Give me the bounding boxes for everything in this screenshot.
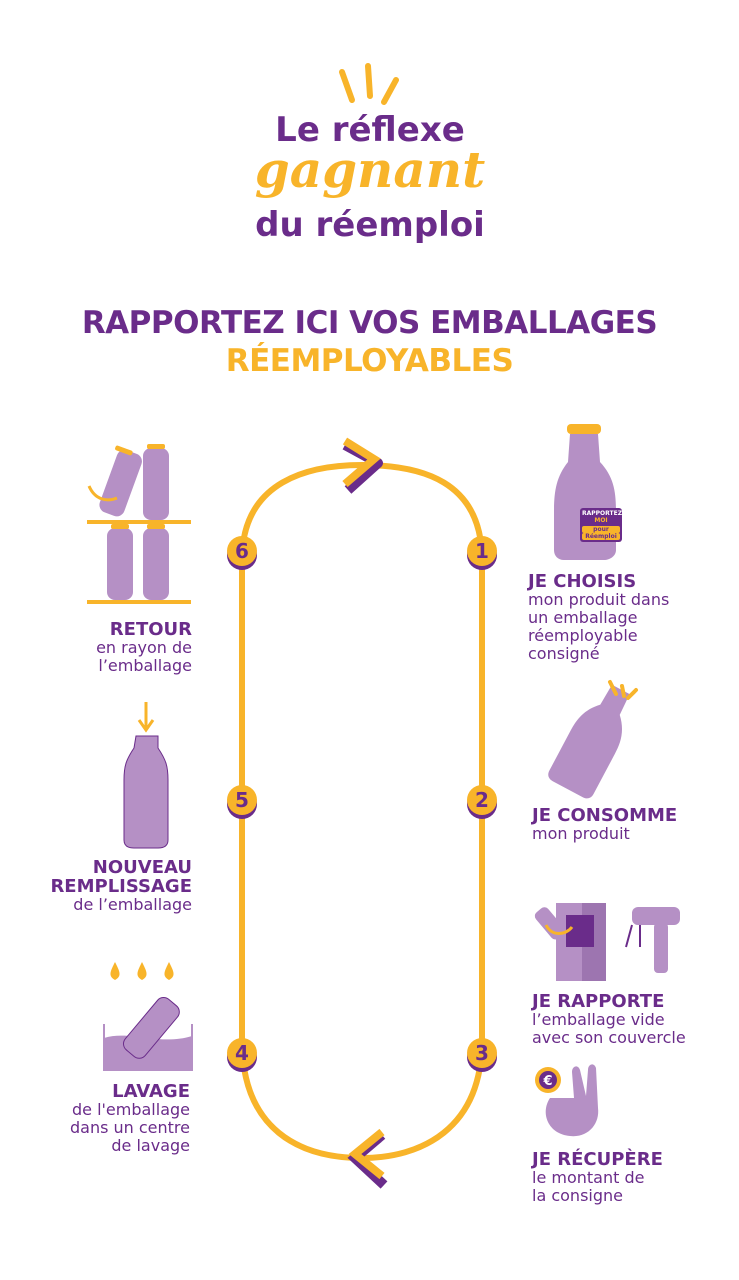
step-1-desc: consigné bbox=[528, 644, 600, 663]
step-3b-desc: la consigne bbox=[532, 1186, 623, 1205]
svg-text:€: € bbox=[542, 1074, 552, 1089]
headline-line-2: RÉEMPLOYABLES bbox=[225, 343, 514, 379]
step-3-text: JE RAPPORTE l’emballage vide avec son co… bbox=[532, 992, 686, 1047]
arrow-left-icon bbox=[347, 1128, 388, 1189]
shelf-bottles-icon bbox=[87, 444, 191, 604]
step-3b-desc: le montant de bbox=[532, 1168, 645, 1187]
step-3-title: JE RAPPORTE bbox=[532, 991, 665, 1012]
logo-line-1: Le réflexe bbox=[275, 110, 465, 150]
step-badge-4: 4 bbox=[227, 1038, 257, 1068]
step-2-desc: mon produit bbox=[532, 824, 630, 843]
tilted-bottle-icon bbox=[548, 680, 638, 799]
step-3-desc: avec son couvercle bbox=[532, 1028, 686, 1047]
step-6-text: RETOUR en rayon de l’emballage bbox=[40, 620, 192, 675]
step-1-text: JE CHOISIS mon produit dans un emballage… bbox=[528, 572, 669, 663]
step-6-desc: l’emballage bbox=[98, 656, 192, 675]
step-2-title: JE CONSOMME bbox=[532, 805, 678, 826]
logo-line-2: gagnant bbox=[254, 140, 486, 199]
arrow-right-icon bbox=[342, 437, 383, 494]
washing-icon bbox=[103, 962, 193, 1071]
step-5-title: REMPLISSAGE bbox=[50, 876, 192, 897]
scanner-icon bbox=[625, 907, 680, 973]
step-4-desc: dans un centre bbox=[69, 1118, 190, 1137]
step-5-text: NOUVEAU REMPLISSAGE de l’emballage bbox=[40, 858, 192, 914]
step-3b-text: JE RÉCUPÈRE le montant de la consigne bbox=[532, 1150, 663, 1205]
step-badge-1: 1 bbox=[467, 536, 497, 566]
step-badge-3: 3 bbox=[467, 1038, 497, 1068]
step-1-desc: mon produit dans bbox=[528, 590, 670, 609]
step-5-desc: de l’emballage bbox=[73, 895, 192, 914]
step-4-desc: de l'emballage bbox=[71, 1100, 190, 1119]
step-3b-title: JE RÉCUPÈRE bbox=[532, 1149, 663, 1170]
step-6-title: RETOUR bbox=[109, 619, 192, 640]
step-1-desc: un emballage bbox=[528, 608, 638, 627]
step-6-desc: en rayon de bbox=[96, 638, 192, 657]
sun-rays-icon bbox=[339, 63, 399, 105]
step-5-title: NOUVEAU bbox=[92, 857, 192, 878]
step-badge-5: 5 bbox=[227, 785, 257, 815]
step-1-desc: réemployable bbox=[528, 626, 638, 645]
logo-line-3: du réemploi bbox=[255, 205, 485, 245]
hand-coin-icon: € bbox=[535, 1064, 599, 1137]
headline-line-1: RAPPORTEZ ICI VOS EMBALLAGES bbox=[81, 305, 658, 341]
step-badge-6: 6 bbox=[227, 536, 257, 566]
step-badge-2: 2 bbox=[467, 785, 497, 815]
step-4-title: LAVAGE bbox=[112, 1081, 190, 1102]
step-1-title: JE CHOISIS bbox=[528, 571, 637, 592]
step-3-desc: l’emballage vide bbox=[532, 1010, 665, 1029]
step-4-desc: de lavage bbox=[111, 1136, 190, 1155]
step-2-text: JE CONSOMME mon produit bbox=[532, 806, 677, 843]
return-machine-icon bbox=[534, 903, 680, 981]
step-4-text: LAVAGE de l'emballage dans un centre de … bbox=[40, 1082, 190, 1155]
refill-bottle-icon bbox=[123, 702, 169, 849]
